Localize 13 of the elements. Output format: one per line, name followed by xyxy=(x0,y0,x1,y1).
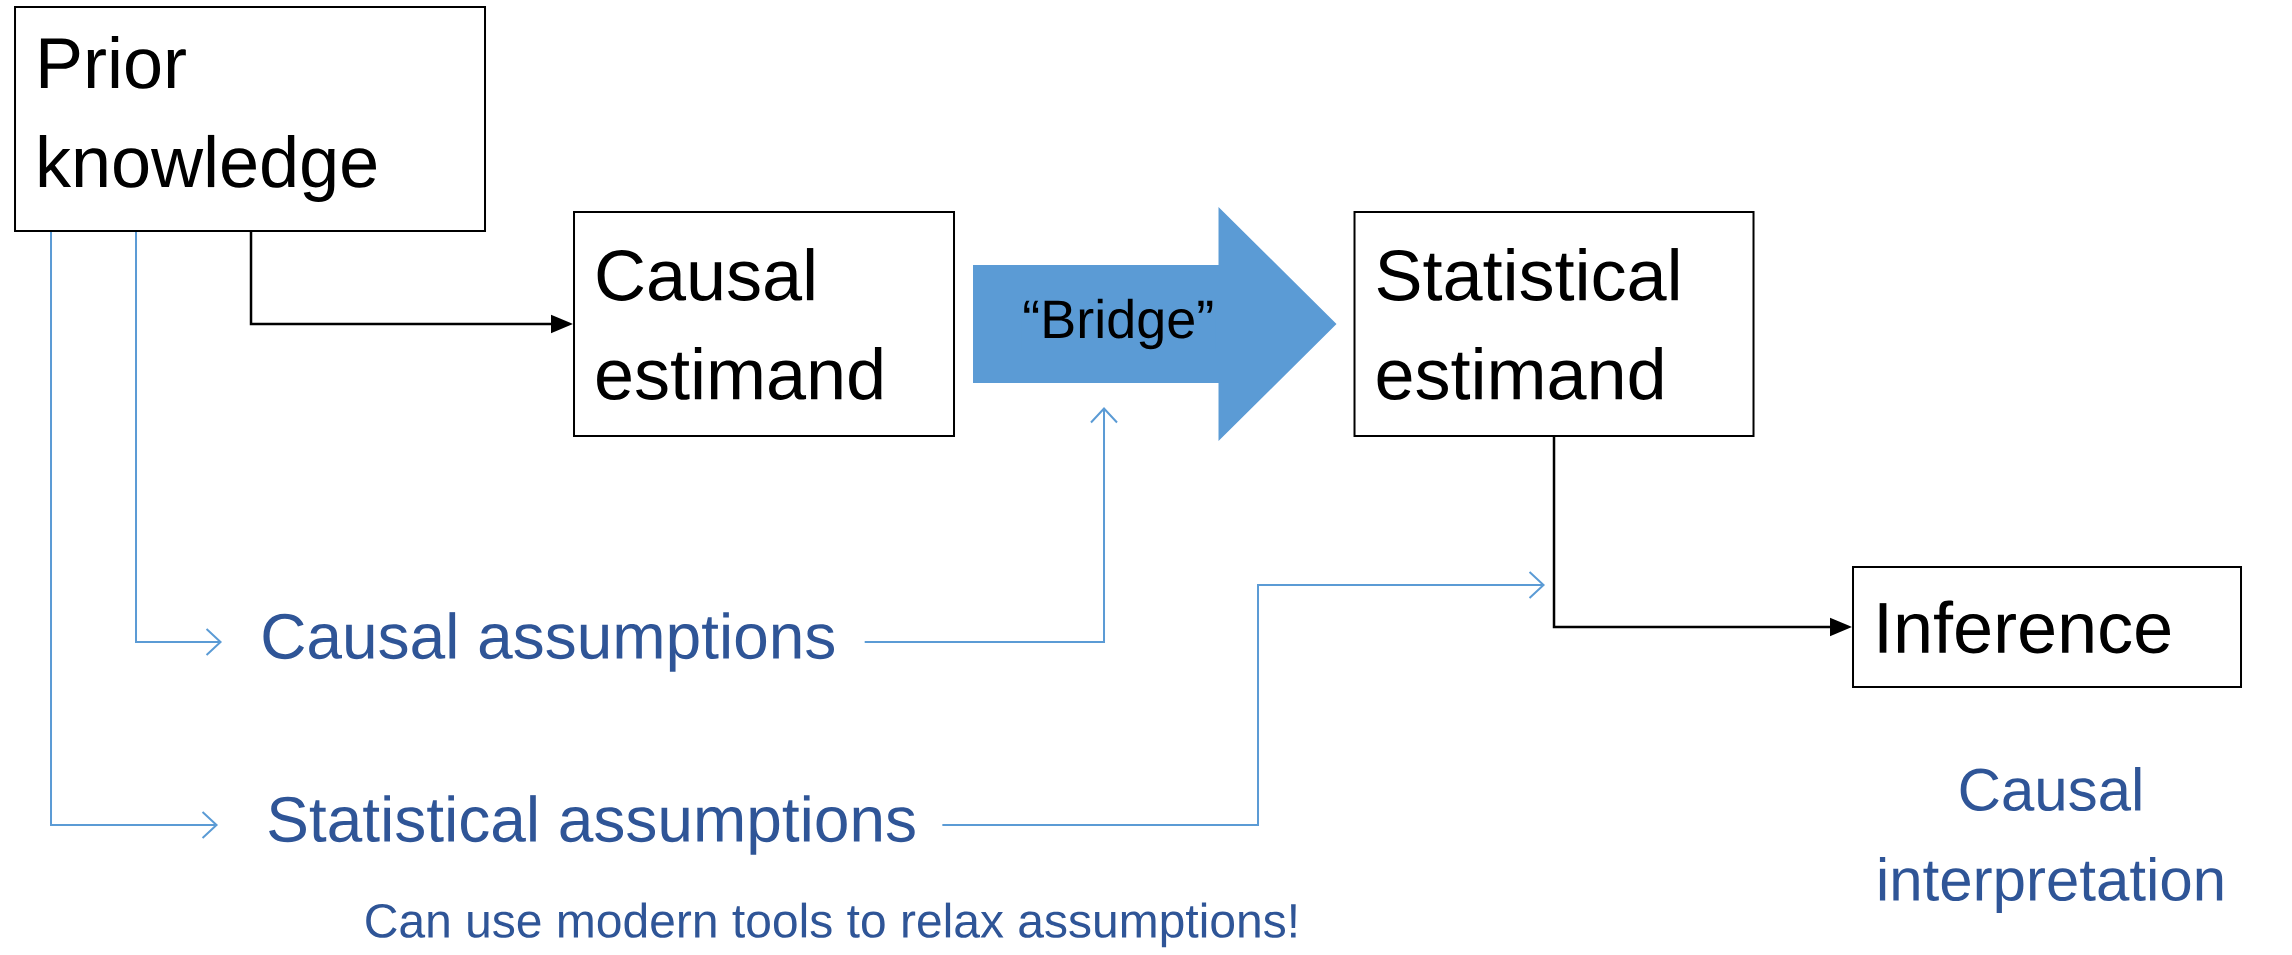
assumption-text: Causal assumptions xyxy=(263,612,834,672)
assumption-text: Statistical assumptions xyxy=(269,795,915,855)
note-text: Can use modern tools to relax assumptions! xyxy=(366,902,1296,948)
annotation-text: Causal interpretation xyxy=(1879,767,2223,913)
arrow xyxy=(863,406,1118,643)
arrow xyxy=(135,231,222,656)
process-box: Prior knowledge xyxy=(14,6,486,232)
arrow xyxy=(941,571,1545,826)
edge-label: “Bridge” xyxy=(1021,297,1216,351)
process-box: Statistical estimand xyxy=(1353,211,1755,437)
process-box: Inference xyxy=(1852,566,2242,688)
arrow xyxy=(50,231,218,839)
process-box: Causal estimand xyxy=(573,211,955,437)
